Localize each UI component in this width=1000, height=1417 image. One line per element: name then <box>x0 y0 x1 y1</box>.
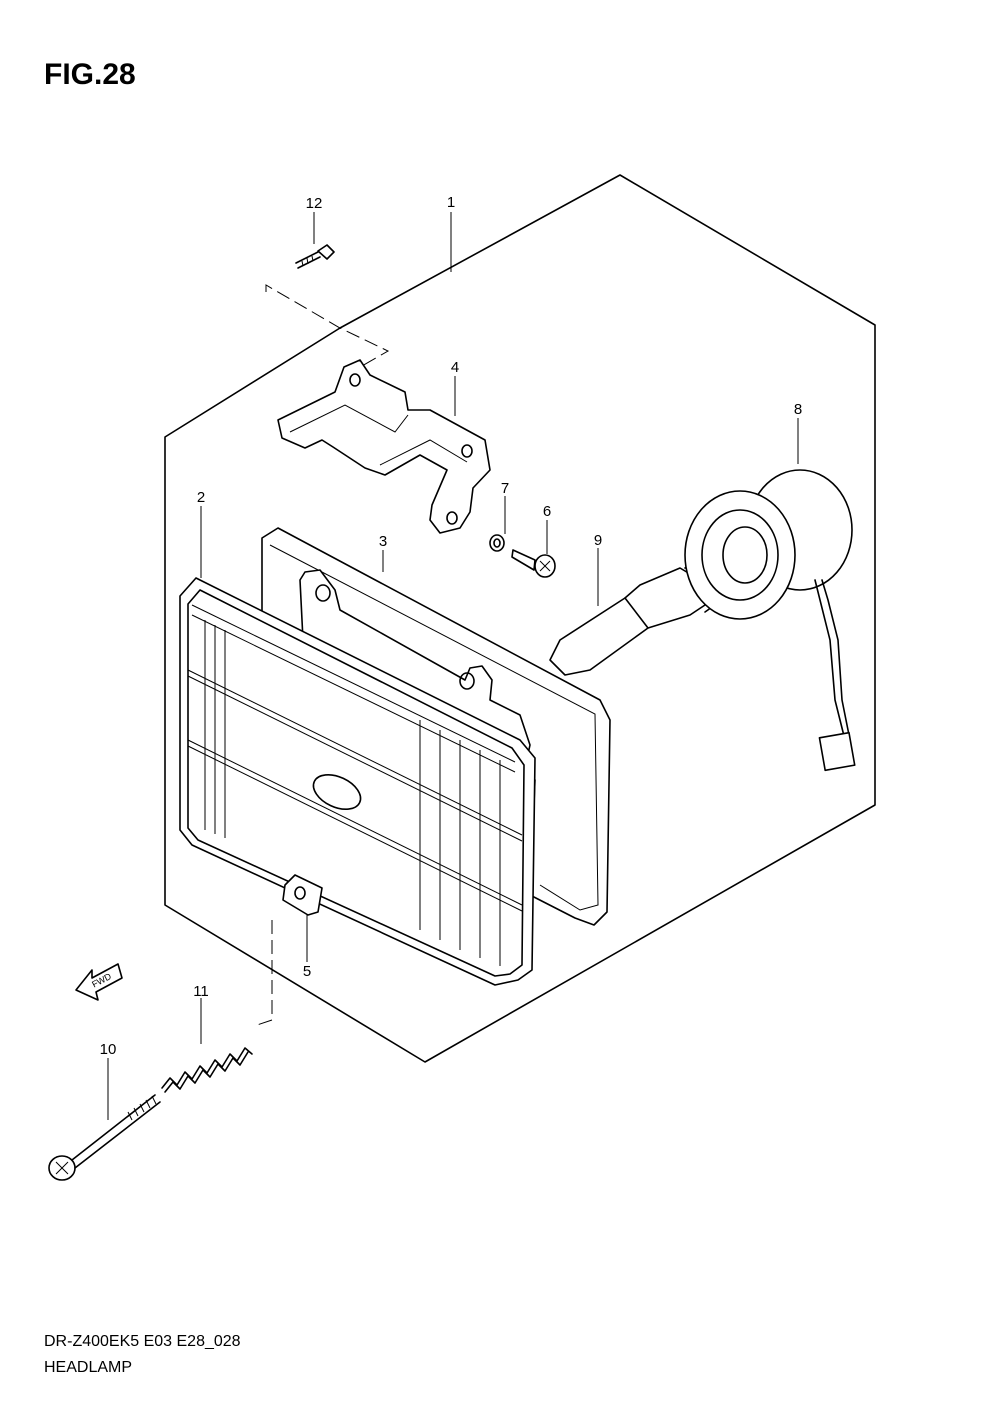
callout-2: 2 <box>197 489 205 506</box>
assembly-boundary <box>164 174 876 1063</box>
figure-title: FIG.28 <box>44 58 136 91</box>
part-2-lens <box>179 577 536 986</box>
callout-7: 7 <box>501 480 509 497</box>
callout-4: 4 <box>451 359 459 376</box>
callout-6: 6 <box>543 503 551 520</box>
part-4-bracket <box>277 359 491 534</box>
callout-12: 12 <box>306 195 323 212</box>
part-name: HEADLAMP <box>44 1359 133 1376</box>
callout-10: 10 <box>100 1041 117 1058</box>
fwd-arrow-icon: FWD <box>75 963 123 1001</box>
part-8-socket <box>684 469 856 772</box>
part-5-clip <box>282 874 323 916</box>
part-6-screw <box>511 549 556 578</box>
callout-11: 11 <box>193 983 209 1000</box>
callout-5: 5 <box>303 963 311 980</box>
callout-9: 9 <box>594 532 602 549</box>
part-7-washer <box>489 534 505 552</box>
callout-1: 1 <box>447 194 455 211</box>
callout-3: 3 <box>379 533 387 550</box>
leader-lines <box>107 212 799 1120</box>
part-12-screw <box>295 244 335 269</box>
callout-labels: 1 2 3 4 5 6 7 8 9 10 11 12 <box>100 194 803 1058</box>
model-code: DR-Z400EK5 E03 E28_028 <box>44 1333 241 1350</box>
part-11-spring <box>161 1047 253 1093</box>
part-10-bolt <box>48 1094 161 1181</box>
callout-8: 8 <box>794 401 802 418</box>
